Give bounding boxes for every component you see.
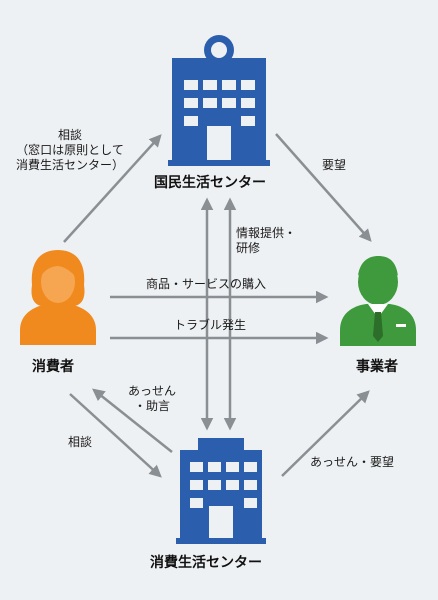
consult-top-line3: 消費生活センター） <box>15 158 124 172</box>
request-top-label: 要望 <box>322 158 347 172</box>
consult-top-line2: （窓口は原則として <box>16 143 124 157</box>
business-label: 事業者 <box>356 359 398 375</box>
info-provision-label: 情報提供・ 研修 <box>236 226 296 256</box>
local-to-business-arrow <box>281 390 370 477</box>
info-line2: 研修 <box>236 241 261 255</box>
trouble-label: トラブル発生 <box>174 318 247 332</box>
purchase-label: 商品・サービスの購入 <box>146 277 267 291</box>
consult-top-line1: 相談 <box>57 128 82 142</box>
consumer-label: 消費者 <box>32 359 74 375</box>
mediation-line2: ・助言 <box>133 399 170 413</box>
local-center-label: 消費生活センター <box>150 555 262 571</box>
national-to-business-arrow <box>275 133 372 242</box>
consumer-person-icon <box>20 250 96 345</box>
consumer-to-national-arrow <box>63 134 162 243</box>
business-person-icon <box>340 256 416 346</box>
consumer-to-local-arrow <box>69 393 162 478</box>
consult-bottom-label: 相談 <box>68 435 93 449</box>
local-to-consumer-arrow <box>92 388 173 453</box>
info-line1: 情報提供・ <box>236 226 297 240</box>
national-center-label: 国民生活センター <box>154 175 266 191</box>
connector-arrows <box>63 133 372 478</box>
mediation-request-label: あっせん・要望 <box>310 455 395 469</box>
mediation-line1: あっせん <box>127 384 176 398</box>
consult-top-label: 相談 （窓口は原則として 消費生活センター） <box>12 128 128 173</box>
national-center-building-icon <box>168 35 270 166</box>
local-center-building-icon <box>176 438 266 544</box>
mediation-label: あっせん ・助言 <box>116 384 188 414</box>
